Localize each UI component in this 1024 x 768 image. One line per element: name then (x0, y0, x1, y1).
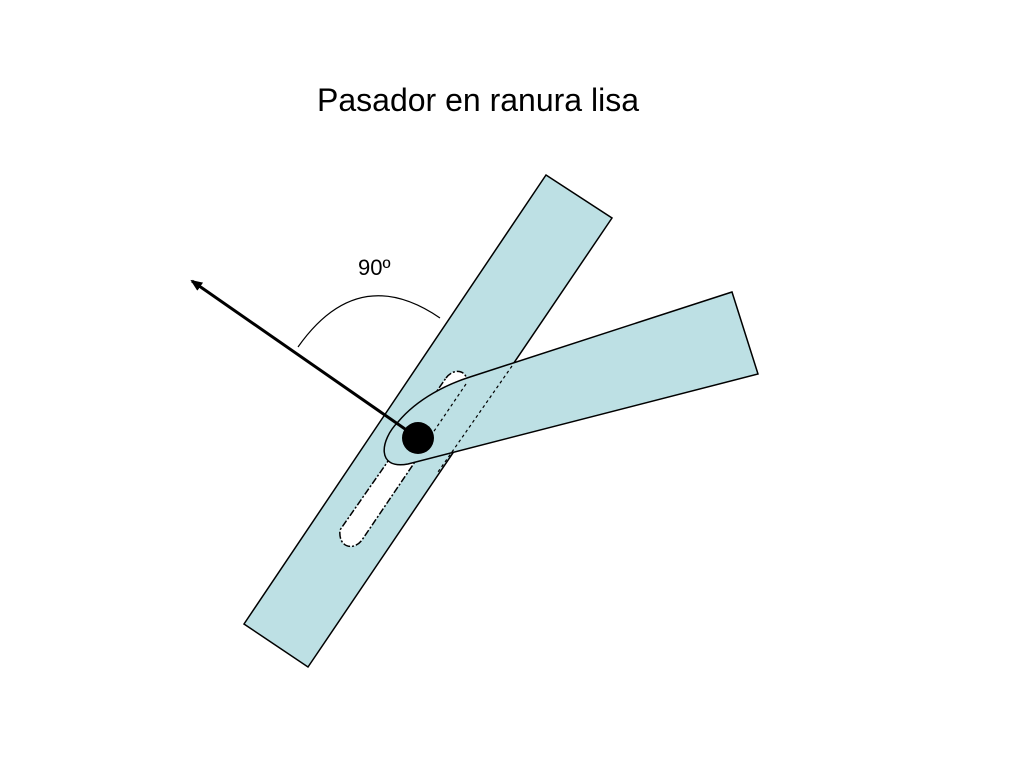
angle-arc (297, 295, 441, 348)
hidden-edge (427, 383, 467, 441)
pin (402, 422, 434, 454)
angle-label: 90º (358, 255, 391, 280)
pin-arm (383, 291, 759, 466)
diagram-title: Pasador en ranura lisa (317, 82, 639, 118)
normal-force-arrow (190, 279, 419, 440)
